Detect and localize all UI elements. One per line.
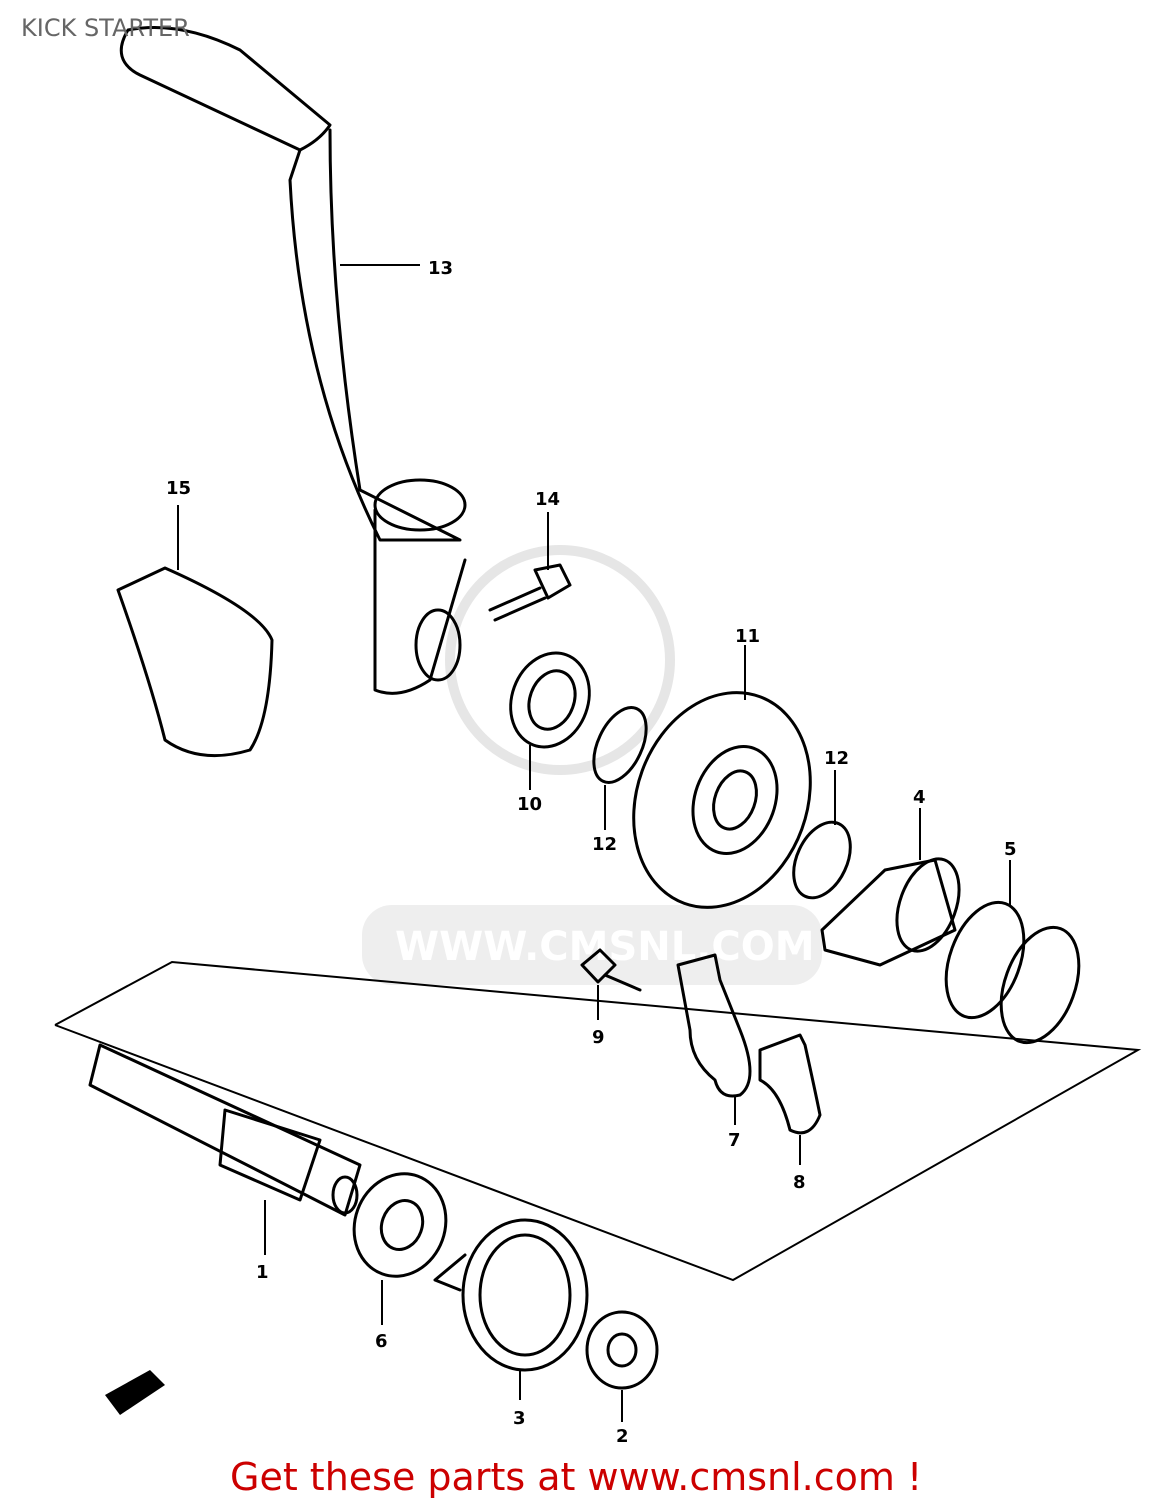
callout-12a: 12 (592, 834, 617, 855)
kick-gear-part (632, 691, 812, 909)
callout-9: 9 (592, 1027, 605, 1048)
cmsnl-link[interactable]: Get these parts at www.cmsnl.com ! (230, 1455, 923, 1499)
diagram-title: KICK STARTER (21, 14, 190, 42)
kick-guide-part (820, 857, 961, 967)
kick-lever-part (119, 26, 467, 695)
callout-1: 1 (256, 1262, 269, 1283)
callout-15: 15 (166, 478, 191, 499)
washer-part-3 (352, 1172, 448, 1278)
return-spring-part (433, 1218, 589, 1372)
callout-12b: 12 (824, 748, 849, 769)
oil-seal-part (509, 651, 591, 749)
cmsnl-watermark: WWW.CMSNL.COM (362, 545, 822, 985)
callout-4: 4 (913, 787, 926, 808)
kick-shaft-part (88, 1043, 362, 1217)
watermark-text: WWW.CMSNL.COM (395, 924, 815, 970)
stopper-plate-part (676, 953, 752, 1098)
callout-3: 3 (513, 1408, 526, 1429)
spring-part (944, 900, 1081, 1045)
callout-14: 14 (535, 489, 560, 510)
collar-part (585, 1310, 659, 1390)
callout-6: 6 (375, 1331, 388, 1352)
callout-8: 8 (793, 1172, 806, 1193)
callout-7: 7 (728, 1130, 741, 1151)
callout-2: 2 (616, 1426, 629, 1447)
assembly-frame (54, 960, 1142, 1282)
callout-13: 13 (428, 258, 453, 279)
washer-part-2 (792, 820, 852, 900)
boot-cover-part (116, 566, 274, 758)
callout-10: 10 (517, 794, 542, 815)
bolt-part (488, 563, 572, 622)
callouts: 13 15 14 11 10 12 12 4 5 9 7 8 1 6 3 2 (166, 258, 1017, 1447)
front-arrow-icon (105, 1370, 165, 1415)
callout-5: 5 (1004, 839, 1017, 860)
stopper-plate-part-2 (758, 1033, 822, 1135)
callout-11: 11 (735, 626, 760, 647)
bolt-part-2 (580, 948, 642, 992)
washer-part (592, 706, 648, 784)
